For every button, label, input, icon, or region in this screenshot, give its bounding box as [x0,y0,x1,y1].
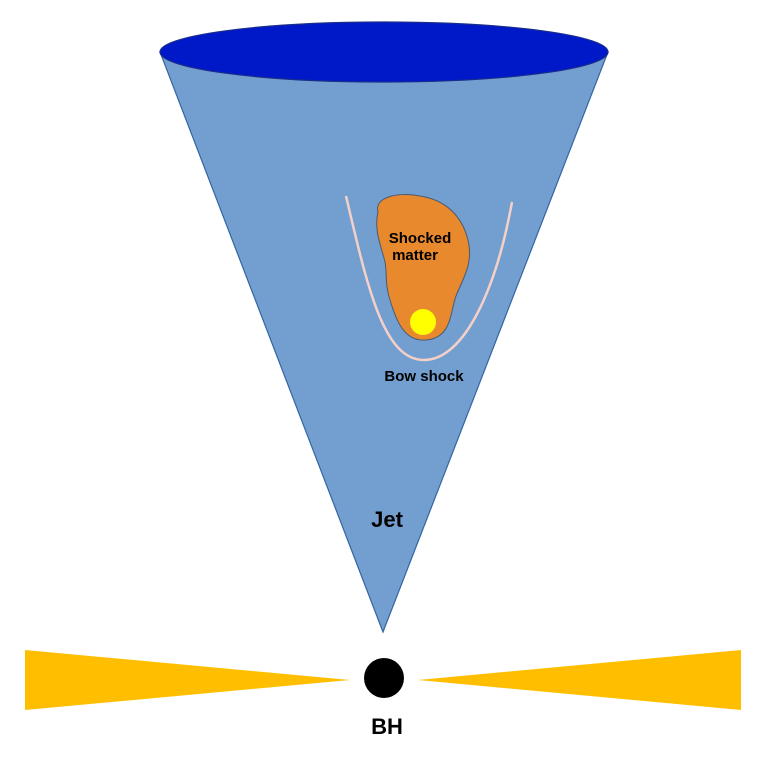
bow-shock-curve [344,195,514,362]
jet-cone [159,51,609,634]
shocked-matter-label-line1: Shocked [389,230,452,247]
accretion-disk-left [25,650,350,710]
star [410,309,436,335]
black-hole [364,658,404,698]
jet-label: Jet [371,507,403,532]
shocked-matter-blob [376,194,470,341]
accretion-disk-right [418,650,741,710]
bh-label: BH [371,714,403,739]
bow-shock-label: Bow shock [384,368,464,385]
jet-cone-top [159,21,609,83]
shocked-matter-label-line2: matter [392,247,438,264]
